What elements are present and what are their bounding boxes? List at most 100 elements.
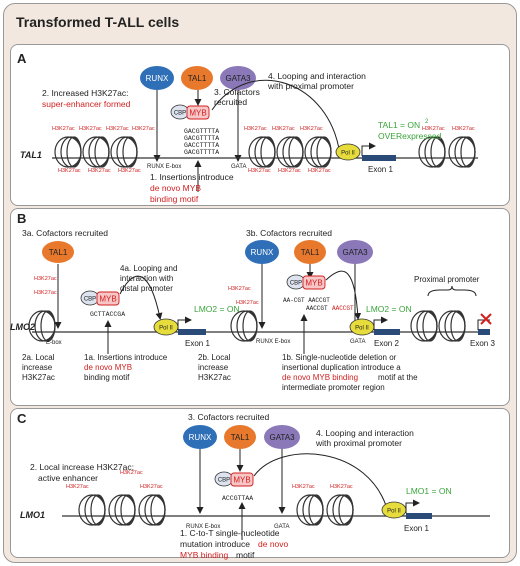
c-h3-3: H3K27ac [140,484,163,490]
c-runx [183,425,217,449]
b-seq2a: AA-CGT AACCGT [283,297,330,304]
b-runx [245,240,279,264]
c-tal1 [224,425,256,449]
a-myb [186,105,210,120]
b-polii-2-label: Pol II [355,326,369,332]
b-runx-label: RUNX [251,248,274,257]
panel-c-diagram: 2. Local increase H3K27ac; active enhanc… [20,412,490,560]
b-s2b-2: increase [198,363,229,372]
b-cbp-right-label: CBP [290,281,302,287]
b-gene: LMO2 [10,322,35,332]
panel-c-label: C [17,411,27,426]
b-s2a-1: 2a. Local [22,353,55,362]
a-h3-3: H3K27ac [106,126,129,132]
b-s1a-2: de novo MYB [84,363,132,372]
b-exon3: Exon 3 [470,339,495,348]
a-step4-line1: 4. Looping and interaction [268,71,366,81]
b-tss-1 [177,316,192,330]
b-s4a-1: 4a. Looping and [120,264,177,273]
c-s1-4: MYB binding [180,550,228,560]
c-h3-2: H3K27ac [120,470,143,476]
a-gata: GATA [231,164,246,170]
b-tal1-left-label: TAL1 [49,248,68,257]
a-h3-10: H3K27ac [300,126,323,132]
a-step2-line1: 2. Increased H3K27ac: [42,88,128,98]
c-exon1: Exon 1 [404,524,429,533]
panel-b-label: B [17,211,27,226]
a-h3-1: H3K27ac [52,126,75,132]
b-loop-b [325,270,362,320]
a-h3-8: H3K27ac [244,126,267,132]
b-s4a-3: distal promoter [120,284,173,293]
c-cbp-label: CBP [218,478,230,484]
a-seq-1: GACGTTTTA [184,128,219,135]
a-h3-6: H3K27ac [88,168,111,174]
b-s2a-2: increase [22,363,53,372]
b-seq1: GCTTACCGA [90,311,125,318]
a-step3-line1: 3. Cofactors [214,87,260,97]
a-runx-ebox: RUNX E-box [147,164,181,170]
b-h3-2: H3K27ac [34,290,57,296]
b-s1b-4: motif at the [378,373,418,382]
c-runx-label: RUNX [189,433,212,442]
a-step3-line2: recruited [214,97,247,107]
a-runx-oval [140,66,174,90]
b-h3-1: H3K27ac [34,276,57,282]
c-myb [230,472,254,487]
a-tal1-label: TAL1 [188,74,207,83]
b-myb-right-label: MYB [305,279,322,288]
c-loop [253,453,391,514]
c-h3-1: H3K27ac [66,484,89,490]
c-s1-5: motif [236,550,255,560]
a-h3-5: H3K27ac [58,168,81,174]
c-s1-3: de novo [258,539,289,549]
b-s3b: 3b. Cofactors recruited [246,228,332,238]
c-s3: 3. Cofactors recruited [188,412,270,422]
a-step4-line2: with proximal promoter [267,81,354,91]
b-on-2: LMO2 = ON [366,304,412,314]
b-h3-4: H3K27ac [236,300,259,306]
a-step1-line1: 1. Insertions introduce [150,172,234,182]
b-tss-2 [373,316,388,330]
a-h3-4: H3K27ac [132,126,155,132]
b-runx-ebox: RUNX E-box [256,339,290,345]
a-step1-line3: binding motif [150,194,199,204]
b-exon1: Exon 1 [185,339,210,348]
a-cbp-label: CBP [174,111,186,117]
c-myb-label: MYB [233,476,250,485]
b-s2b-3: H3K27ac [198,373,231,382]
a-step1-line2: de novo MYB [150,183,201,193]
c-tal1-label: TAL1 [231,433,250,442]
c-runx-ebox: RUNX E-box [186,524,220,530]
b-s1a-3: binding motif [84,373,130,382]
a-h3-13: H3K27ac [308,168,331,174]
b-gata: GATA [350,339,365,345]
b-loop-a [119,275,163,320]
c-s2-1: 2. Local increase H3K27ac; [30,462,134,472]
panel-a-diagram: 2. Increased H3K27ac: super-enhancer for… [20,66,478,204]
a-h3-14: H3K27ac [422,126,445,132]
b-polii-1-label: Pol II [159,326,173,332]
b-cbp-left-label: CBP [84,297,96,303]
b-s1b-1: 1b. Single-nucleotide deletion or [282,353,397,362]
b-tal1 [294,240,326,264]
b-brace [427,285,477,297]
a-polii-label: Pol II [341,151,355,157]
c-s2-2: active enhancer [38,473,98,483]
panel-a: A [10,44,510,206]
b-exon2-box [374,329,400,335]
a-runx-label: RUNX [146,74,169,83]
b-exon1-box [178,329,206,335]
b-exon2: Exon 2 [374,339,399,348]
c-s4-2: with proximal promoter [315,438,402,448]
a-gene: TAL1 [20,150,42,160]
figure-title: Transformed T-ALL cells [16,14,180,30]
b-s3a: 3a. Cofactors recruited [22,228,108,238]
c-h3-5: H3K27ac [330,484,353,490]
a-polii [335,143,361,161]
a-exon1-box [362,155,396,161]
a-h3k27ac-marks: H3K27ac H3K27ac H3K27ac H3K27ac H3K27ac … [52,126,475,174]
c-gata3-label: GATA3 [269,433,295,442]
